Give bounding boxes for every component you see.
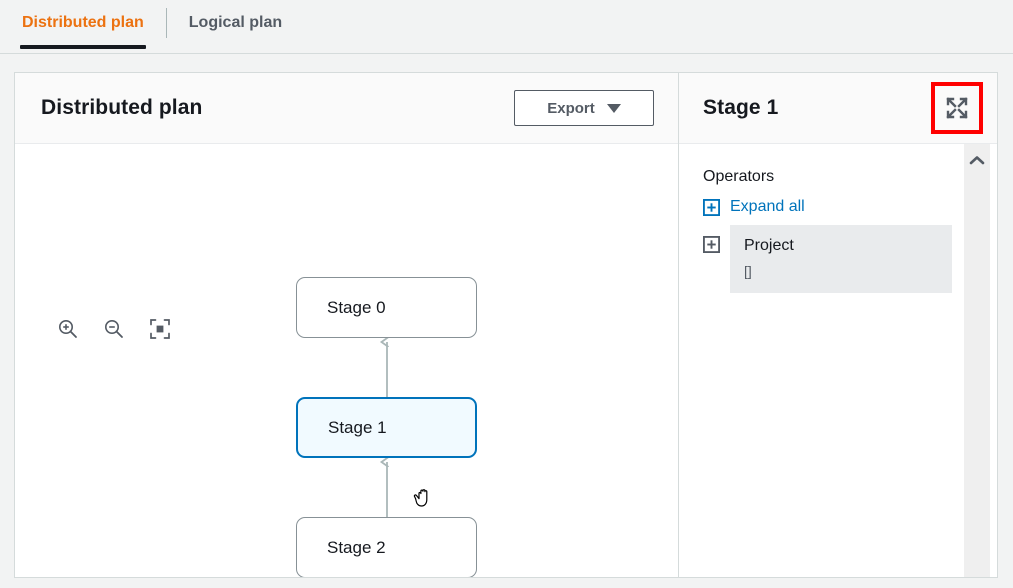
graph-node-label: Stage 1 — [328, 417, 387, 437]
tab-separator — [165, 8, 167, 38]
tab-logical-plan[interactable]: Logical plan — [167, 0, 304, 46]
operators-section: Operators Expand all Project [] — [679, 144, 997, 577]
tab-distributed-plan[interactable]: Distributed plan — [0, 0, 166, 49]
expand-node-plus-box-icon[interactable] — [703, 236, 720, 253]
stage-graph — [15, 144, 678, 517]
export-button-label: Export — [547, 99, 595, 117]
export-button[interactable]: Export — [514, 90, 654, 126]
expand-all-button[interactable]: Expand all — [703, 198, 805, 216]
stage-details-title: Stage 1 — [703, 96, 779, 119]
plan-card: Distributed plan Export — [14, 72, 998, 578]
zoom-in-icon[interactable] — [55, 316, 81, 342]
page-title: Distributed plan — [41, 96, 203, 119]
tab-logical-plan-label: Logical plan — [188, 14, 283, 31]
graph-node-label: Stage 2 — [327, 537, 386, 557]
tab-bar-underline — [0, 53, 1013, 54]
plus-box-icon — [703, 198, 720, 216]
tab-bar: Distributed plan Logical plan — [0, 0, 1013, 56]
operators-scrollbar[interactable] — [964, 144, 990, 577]
graph-node-label: Stage 0 — [327, 297, 386, 317]
stage-details-panel: Stage 1 Operators Expand all — [679, 73, 997, 577]
stage-details-header: Stage 1 — [679, 73, 997, 144]
graph-node-stage-0[interactable]: Stage 0 — [296, 277, 477, 338]
distributed-plan-panel: Distributed plan Export — [15, 73, 679, 577]
graph-node-stage-2[interactable]: Stage 2 — [296, 517, 477, 577]
operator-name: Project — [744, 237, 794, 254]
chevron-down-icon — [606, 103, 621, 113]
distributed-plan-header: Distributed plan Export — [15, 73, 678, 144]
chevron-up-icon — [969, 155, 985, 164]
scroll-up-button[interactable] — [964, 149, 990, 171]
expand-all-label: Expand all — [730, 198, 805, 215]
list-item[interactable]: Project [] — [730, 225, 952, 293]
expand-fullscreen-icon — [946, 97, 968, 119]
fit-to-screen-icon[interactable] — [147, 316, 173, 342]
expand-fullscreen-button[interactable] — [931, 82, 983, 134]
operator-details: [] — [744, 263, 752, 279]
tab-distributed-plan-label: Distributed plan — [22, 14, 144, 31]
operators-label: Operators — [703, 168, 775, 185]
operator-tree: Project [] — [703, 225, 997, 293]
zoom-toolbar — [55, 316, 173, 342]
graph-node-stage-1[interactable]: Stage 1 — [296, 397, 477, 458]
graph-canvas[interactable]: Stage 0 Stage 1 Stage 2 — [15, 144, 678, 577]
zoom-out-icon[interactable] — [101, 316, 127, 342]
